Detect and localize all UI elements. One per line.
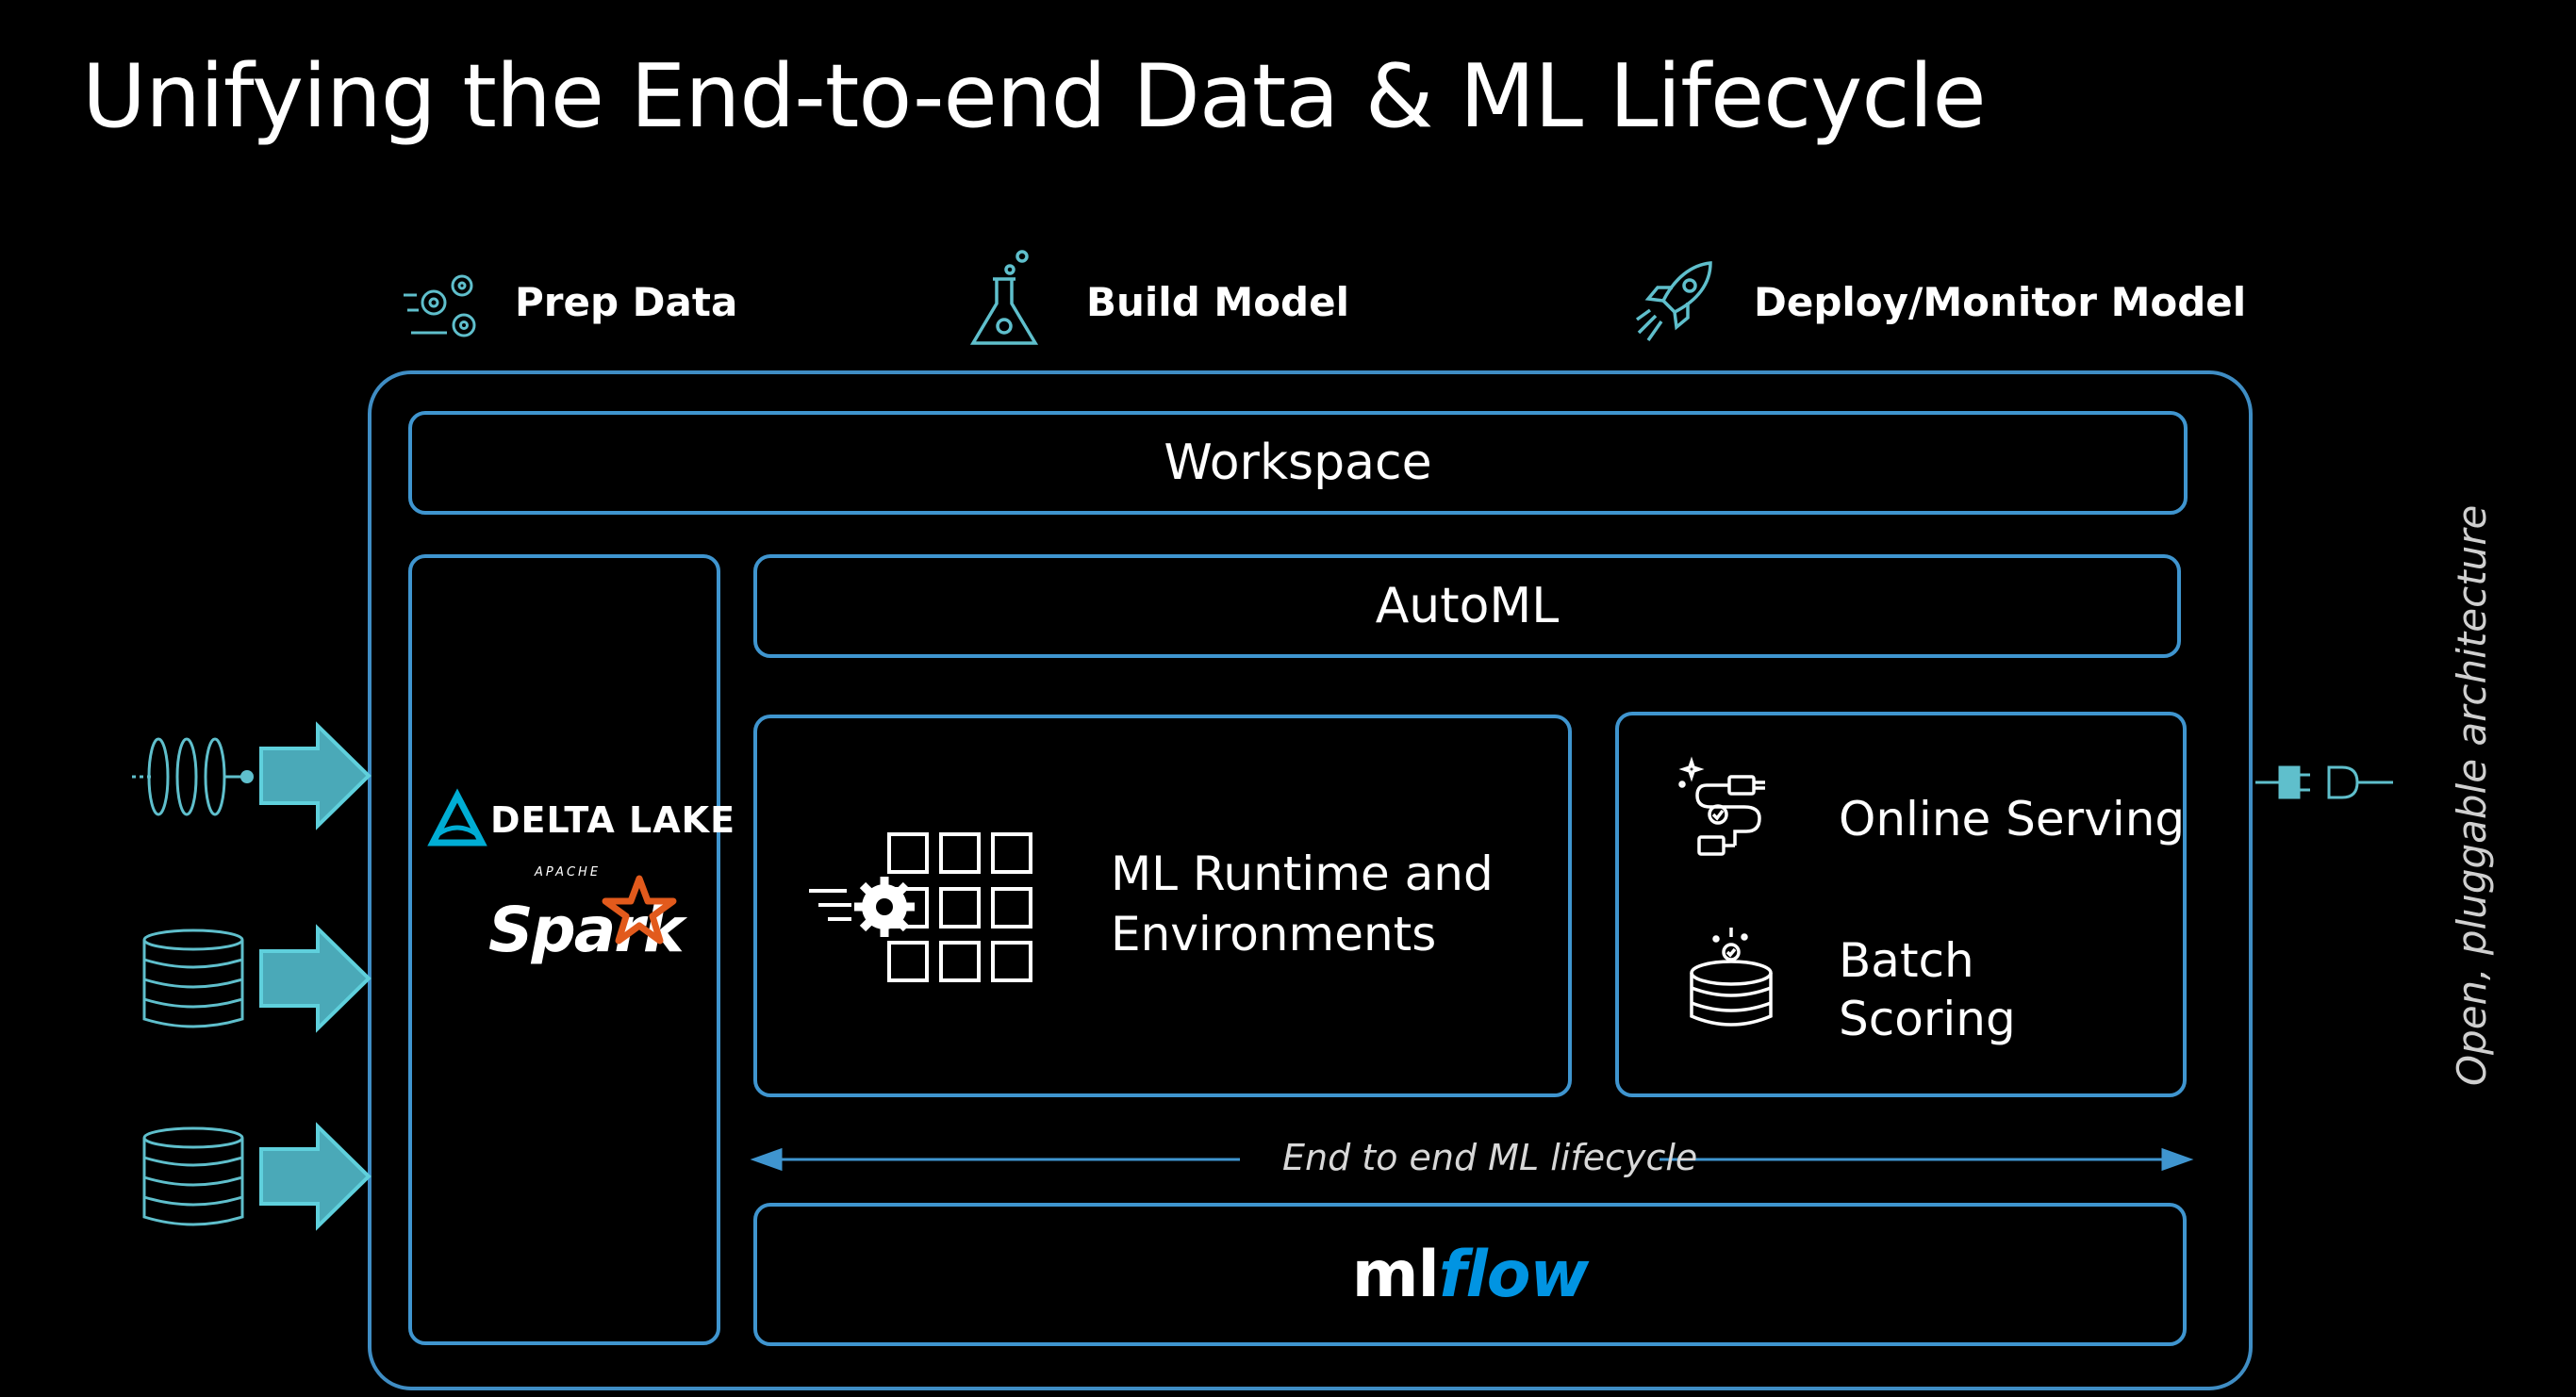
online-serving-icon bbox=[1678, 756, 1765, 856]
delta-lake-logo-icon bbox=[427, 788, 487, 846]
spark-label: Spark bbox=[488, 894, 685, 966]
spark-star-icon bbox=[602, 875, 677, 945]
page-title: Unifying the End-to-end Data & ML Lifecy… bbox=[82, 45, 1987, 147]
automl-label: AutoML bbox=[1375, 578, 1560, 634]
batch-scoring-icon bbox=[1690, 928, 1773, 1027]
rocket-icon bbox=[1635, 261, 1712, 342]
stream-icon bbox=[132, 737, 254, 816]
ml-runtime-box bbox=[753, 715, 1572, 1097]
database-icon bbox=[142, 929, 244, 1028]
stage-deploy-monitor: Deploy/Monitor Model bbox=[1754, 279, 2247, 325]
database-icon bbox=[142, 1126, 244, 1226]
workspace-bar: Workspace bbox=[408, 411, 2188, 515]
lifecycle-label: End to end ML lifecycle bbox=[1282, 1137, 1698, 1178]
ml-runtime-line2: Environments bbox=[1111, 907, 1437, 961]
workspace-label: Workspace bbox=[1164, 435, 1432, 491]
delta-lake-label: DELTA LAKE bbox=[490, 799, 736, 841]
input-arrow-stream bbox=[259, 721, 372, 830]
flask-icon bbox=[969, 250, 1039, 345]
spark-apache-label: APACHE bbox=[535, 865, 602, 879]
serving-box bbox=[1615, 712, 2187, 1097]
plug-icon bbox=[2255, 765, 2393, 799]
input-arrow-db1 bbox=[259, 924, 372, 1033]
batch-line2: Scoring bbox=[1839, 992, 2016, 1046]
stage-build-model: Build Model bbox=[1086, 279, 1349, 325]
online-serving-label: Online Serving bbox=[1839, 792, 2186, 846]
platform-container bbox=[368, 370, 2253, 1390]
runtime-grid-icon bbox=[809, 832, 1032, 982]
ml-runtime-line1: ML Runtime and bbox=[1111, 846, 1494, 901]
gears-icon bbox=[404, 274, 476, 337]
mlflow-logo: mlflow bbox=[1351, 1237, 1590, 1312]
automl-bar: AutoML bbox=[753, 554, 2181, 658]
batch-line1: Batch bbox=[1839, 933, 1974, 988]
mlflow-ml-text: ml bbox=[1351, 1237, 1440, 1312]
input-arrow-db2 bbox=[259, 1122, 372, 1231]
mlflow-flow-text: flow bbox=[1438, 1237, 1589, 1312]
stage-prep-data: Prep Data bbox=[515, 279, 738, 325]
storage-column bbox=[408, 554, 720, 1345]
lifecycle-double-arrow bbox=[750, 1147, 2194, 1172]
mlflow-bar: mlflow bbox=[753, 1203, 2187, 1346]
side-note: Open, pluggable architecture bbox=[2449, 504, 2495, 1086]
